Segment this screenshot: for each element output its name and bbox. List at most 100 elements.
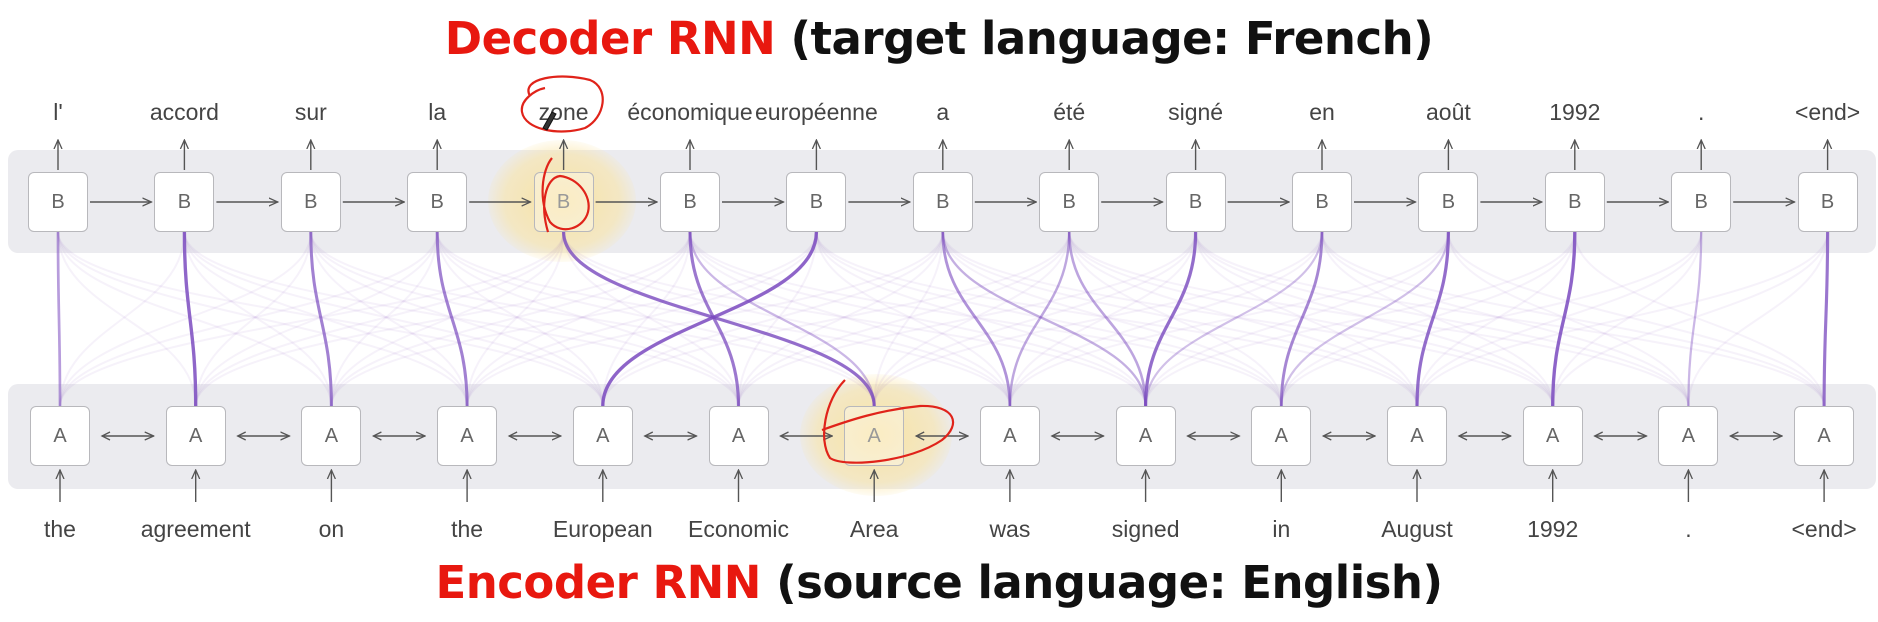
faint-attention-line	[1573, 231, 1826, 407]
decoder-cell: B	[407, 172, 468, 232]
faint-attention-line	[183, 231, 740, 407]
encoder-cell: A	[1658, 406, 1719, 466]
faint-attention-line	[57, 231, 333, 407]
faint-attention-line	[57, 231, 197, 407]
faint-attention-line	[194, 231, 565, 407]
encoder-cell: A	[437, 406, 498, 466]
faint-attention-line	[1321, 231, 1554, 407]
faint-attention-line	[1447, 231, 1690, 407]
faint-attention-line	[1194, 231, 1554, 407]
decoder-word: .	[1697, 99, 1705, 125]
faint-attention-line	[1551, 231, 1703, 407]
faint-attention-line	[601, 231, 1071, 407]
decoder-cell: B	[1797, 172, 1858, 232]
faint-attention-line	[1008, 231, 1197, 407]
attention-line	[688, 231, 876, 407]
faint-attention-line	[59, 231, 439, 407]
decoder-cell: B	[280, 172, 341, 232]
encoder-word: .	[1685, 516, 1692, 542]
faint-attention-line	[941, 231, 1283, 407]
faint-attention-line	[59, 231, 186, 407]
attention-line	[1415, 231, 1451, 407]
faint-attention-line	[1144, 231, 1450, 407]
faint-attention-line	[1068, 231, 1418, 407]
faint-attention-line	[815, 231, 1283, 407]
encoder-arrow-head-left	[1321, 431, 1332, 441]
encoder-arrow-head-left	[371, 431, 382, 441]
faint-attention-line	[601, 231, 944, 407]
faint-attention-line	[689, 231, 876, 407]
encoder-word: agreement	[140, 516, 251, 542]
faint-attention-line	[1321, 231, 1690, 407]
decoder-cell: B	[1292, 172, 1352, 232]
faint-attention-line	[59, 231, 565, 407]
faint-attention-line	[562, 231, 1011, 407]
decoder-word: zone	[538, 99, 589, 125]
faint-attention-line	[309, 231, 469, 407]
encoder-arrow-head-left	[779, 431, 789, 441]
encoder-cell: A	[708, 406, 769, 466]
encoder-arrow-head-left	[1186, 431, 1196, 441]
decoder-cell: B	[660, 172, 720, 232]
decoder-word: économique	[627, 99, 753, 125]
faint-attention-line	[737, 231, 944, 407]
encoder-word: in	[1272, 516, 1291, 542]
faint-attention-line	[689, 231, 1147, 407]
encoder-arrow-head-left	[507, 431, 518, 441]
faint-attention-line	[309, 231, 604, 407]
encoder-arrow-head-left	[1728, 431, 1739, 441]
decoder-word: l'	[53, 99, 63, 125]
faint-attention-line	[466, 231, 944, 407]
attention-line	[182, 231, 198, 407]
faint-attention-line	[466, 231, 691, 407]
faint-attention-line	[941, 231, 1554, 407]
faint-attention-line	[330, 231, 565, 407]
faint-attention-line	[815, 231, 1147, 407]
faint-attention-line	[1194, 231, 1418, 407]
encoder-word: August	[1381, 516, 1453, 542]
faint-attention-line	[562, 231, 1147, 407]
faint-attention-line	[1416, 231, 1576, 407]
decoder-title-rest: (target language: French)	[775, 12, 1434, 65]
encoder-word: Economic	[688, 516, 789, 542]
faint-attention-line	[873, 231, 1197, 407]
faint-attention-line	[1416, 231, 1703, 407]
encoder-title-highlight: Encoder RNN	[435, 556, 761, 609]
faint-attention-line	[1280, 231, 1703, 407]
encoder-word: on	[318, 516, 345, 542]
faint-attention-line	[873, 231, 1323, 407]
faint-attention-line	[689, 231, 1283, 407]
decoder-word: sur	[294, 99, 327, 125]
encoder-cell: A	[1115, 406, 1176, 466]
decoder-cell: B	[912, 172, 973, 232]
attention-line	[435, 231, 469, 407]
decoder-word: 1992	[1549, 99, 1601, 125]
faint-attention-line	[466, 231, 818, 407]
faint-attention-line	[436, 231, 876, 407]
faint-attention-line	[1144, 231, 1576, 407]
encoder-arrow-head-left	[100, 431, 111, 441]
faint-attention-line	[1144, 231, 1323, 407]
faint-attention-line	[309, 231, 740, 407]
faint-attention-line	[1551, 231, 1829, 407]
decoder-cell: B	[1544, 172, 1605, 232]
faint-attention-line	[1008, 231, 1071, 407]
decoder-cell: B	[1039, 172, 1100, 232]
attention-line	[561, 231, 876, 407]
faint-attention-line	[1194, 231, 1826, 407]
faint-attention-line	[562, 231, 740, 407]
faint-attention-line	[737, 231, 1197, 407]
encoder-word: Area	[849, 516, 899, 542]
decoder-cell: B	[1418, 172, 1479, 232]
decoder-title: Decoder RNN (target language: French)	[0, 12, 1878, 65]
encoder-word: European	[552, 516, 653, 542]
faint-attention-line	[183, 231, 333, 407]
faint-attention-line	[183, 231, 604, 407]
decoder-cell: B	[533, 172, 594, 232]
encoder-cell: A	[1794, 406, 1855, 466]
faint-attention-line	[1687, 231, 1829, 407]
faint-attention-line	[194, 231, 439, 407]
decoder-cell: B	[1671, 172, 1732, 232]
decoder-word: signé	[1168, 99, 1224, 125]
decoder-cell: B	[1165, 172, 1226, 232]
